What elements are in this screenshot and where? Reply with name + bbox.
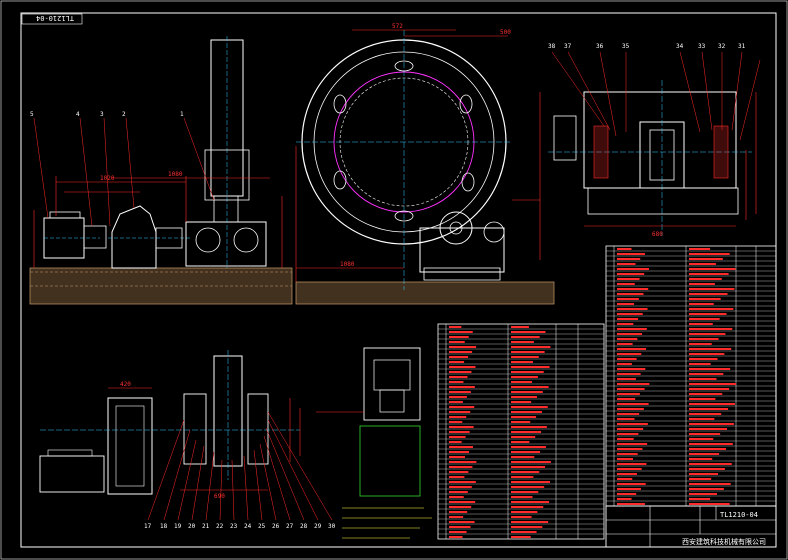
balloon-19: 19	[174, 523, 182, 530]
parts-left-frame	[437, 323, 605, 540]
balloon-28: 28	[300, 523, 308, 530]
parts-list-right	[605, 245, 777, 507]
balloon-4: 4	[76, 111, 80, 118]
balloon-17: 17	[144, 523, 152, 530]
balloon-18: 18	[160, 523, 168, 530]
pinion-drive-center	[419, 211, 505, 281]
dim-center-c: 500	[500, 29, 511, 36]
detail-view	[316, 347, 421, 421]
balloon-1: 1	[180, 111, 184, 118]
dim-center-b: 572	[392, 23, 403, 30]
balloon-labels-bottom: 17 18 19 20 21 22 23 24 25 26 27 28 29 3…	[144, 523, 336, 530]
balloon-36: 36	[596, 43, 604, 50]
balloon-33: 33	[698, 43, 706, 50]
balloon-25: 25	[258, 523, 266, 530]
balloons-bottom-leaders	[147, 411, 333, 521]
dims-plan-view	[108, 387, 301, 491]
foundation-left	[29, 267, 293, 305]
balloon-20: 20	[188, 523, 196, 530]
roller-assembly-right	[548, 80, 752, 236]
balloon-31: 31	[738, 43, 746, 50]
girth-column-left	[204, 36, 250, 268]
balloons-left-group	[33, 117, 215, 227]
dim-plan-g: 690	[214, 493, 225, 500]
code-stamp-text: TL1210-04	[36, 14, 74, 22]
reducer-left	[108, 205, 190, 269]
balloon-5: 5	[30, 111, 34, 118]
balloon-34: 34	[676, 43, 684, 50]
title-block-code: TL1210-04	[720, 511, 758, 519]
title-block: TL1210-04 西安建筑科技机械有限公司	[605, 505, 777, 548]
balloon-labels-left: 5 4 3 2 1	[30, 111, 184, 118]
dims-left	[33, 176, 283, 268]
balloon-24: 24	[244, 523, 252, 530]
plan-view-bottom	[39, 350, 300, 495]
balloon-labels-right: 38 37 36 35 34 33 32 31	[548, 43, 746, 50]
parts-list-left	[437, 323, 605, 540]
balloon-3: 3	[100, 111, 104, 118]
motor-left	[43, 211, 107, 259]
dims-center	[295, 29, 541, 282]
spec-table-green	[359, 425, 421, 497]
balloon-27: 27	[286, 523, 294, 530]
dim-right-e: 680	[652, 231, 663, 238]
balloon-2: 2	[122, 111, 126, 118]
balloon-29: 29	[314, 523, 322, 530]
balloon-23: 23	[230, 523, 238, 530]
dim-left-b: 1080	[168, 171, 183, 178]
balloon-21: 21	[202, 523, 210, 530]
balloon-26: 26	[272, 523, 280, 530]
dim-plan-f: 420	[120, 381, 131, 388]
balloon-37: 37	[564, 43, 572, 50]
balloons-right-leaders	[551, 51, 761, 141]
balloon-22: 22	[216, 523, 224, 530]
balloon-30: 30	[328, 523, 336, 530]
dims-right-view	[584, 92, 757, 227]
notes-block	[342, 507, 432, 539]
code-stamp-topleft: TL1210-04	[21, 13, 83, 25]
dim-center-d: 1080	[340, 261, 355, 268]
balloon-38: 38	[548, 43, 556, 50]
pinion-assembly-left	[185, 195, 267, 267]
balloon-32: 32	[718, 43, 726, 50]
foundation-mid	[295, 281, 555, 305]
title-block-company: 西安建筑科技机械有限公司	[682, 537, 766, 546]
girth-ring-end-view	[296, 30, 512, 290]
balloon-35: 35	[622, 43, 630, 50]
